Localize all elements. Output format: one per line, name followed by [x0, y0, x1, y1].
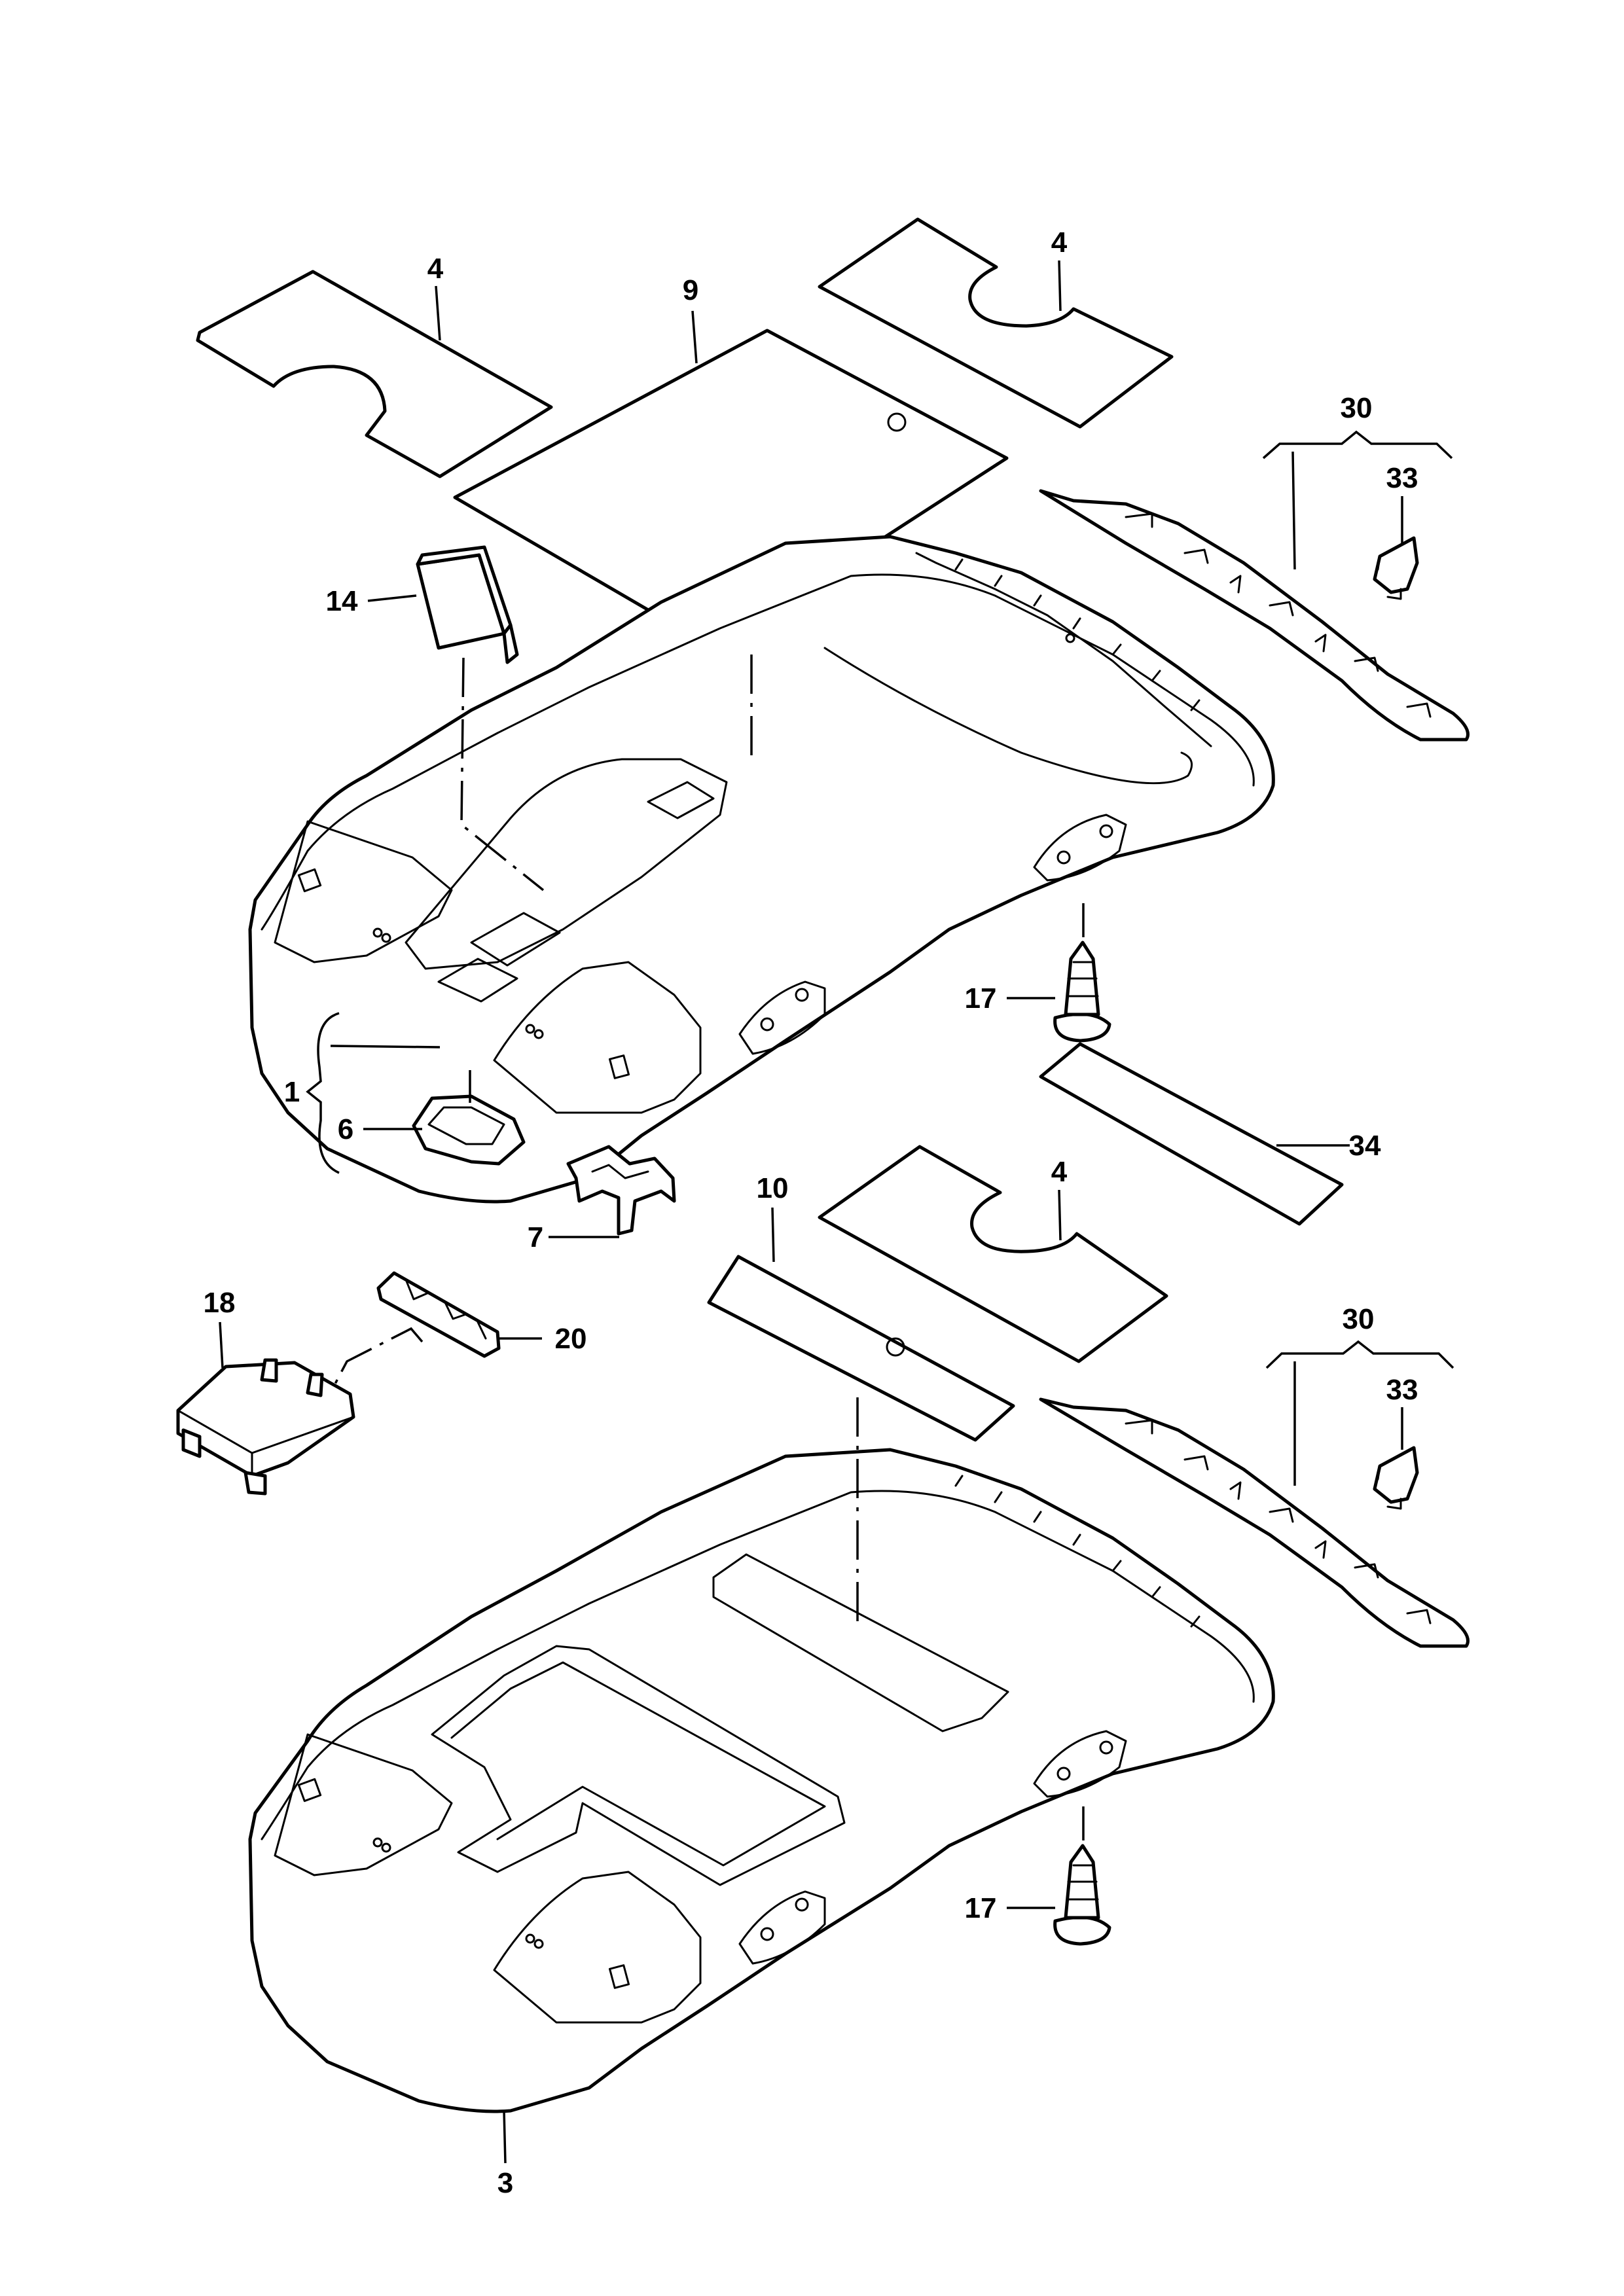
part-7-bracket[interactable]	[566, 1145, 676, 1236]
callout-33-bottom: 33	[1386, 1374, 1418, 1406]
part-30-roof-rail-trim-top[interactable]	[1039, 489, 1470, 742]
callout-7: 7	[528, 1221, 543, 1253]
callout-10: 10	[757, 1172, 789, 1204]
part-17-push-pin-bottom[interactable]	[1053, 1844, 1111, 1946]
bracket-30-top	[1262, 430, 1453, 459]
callout-34: 34	[1349, 1130, 1381, 1162]
callout-30-bottom: 30	[1343, 1303, 1375, 1335]
leader-9	[691, 310, 698, 364]
callout-33-top: 33	[1386, 462, 1418, 494]
part-10-strip[interactable]	[707, 1255, 1015, 1442]
callout-3: 3	[497, 2167, 513, 2199]
callout-14: 14	[326, 585, 358, 617]
leader-4-top-left	[435, 285, 441, 341]
part-3-headliner-sunroof[interactable]	[248, 1448, 1275, 2113]
callout-17-top: 17	[965, 982, 997, 1014]
callout-4-middle: 4	[1051, 1156, 1068, 1188]
callout-17-bottom: 17	[965, 1892, 997, 1924]
part-14-foam-block[interactable]	[416, 545, 519, 664]
leader-10	[771, 1207, 775, 1263]
assembly-line-14	[460, 657, 545, 891]
part-33-clip-top[interactable]	[1373, 536, 1419, 600]
part-1-headliner[interactable]	[248, 535, 1275, 1204]
part-30-roof-rail-trim-bottom[interactable]	[1039, 1397, 1470, 1648]
leader-4-top-right	[1058, 260, 1062, 312]
part-33-clip-bottom[interactable]	[1373, 1446, 1419, 1510]
part-20-pad[interactable]	[376, 1271, 501, 1358]
callout-4-top-right: 4	[1051, 226, 1068, 259]
leader-18	[219, 1321, 224, 1369]
callout-18: 18	[204, 1287, 236, 1319]
part-18-lamp-housing[interactable]	[176, 1358, 355, 1496]
part-4-insulation-mat-top-right[interactable]	[818, 217, 1174, 429]
leader-30-top	[1291, 451, 1296, 570]
bracket-1	[306, 1012, 340, 1174]
callout-9: 9	[683, 274, 698, 306]
part-17-push-pin-top[interactable]	[1053, 941, 1111, 1043]
callout-4-top-left: 4	[427, 253, 444, 285]
leader-14	[367, 594, 417, 602]
bracket-30-bottom	[1265, 1340, 1454, 1369]
part-9-insulation-mat[interactable]	[453, 329, 1009, 650]
part-4-insulation-mat-top-left[interactable]	[196, 270, 553, 478]
part-6-cover[interactable]	[412, 1094, 526, 1166]
part-34-strip[interactable]	[1039, 1042, 1344, 1226]
leader-1	[330, 1045, 441, 1049]
callout-6: 6	[338, 1113, 353, 1145]
part-4-insulation-mat-middle[interactable]	[818, 1145, 1168, 1363]
callout-1: 1	[284, 1076, 300, 1108]
callout-30-top: 30	[1341, 392, 1373, 424]
leader-4-middle	[1058, 1189, 1062, 1241]
leader-3	[503, 2110, 507, 2164]
callout-20: 20	[555, 1323, 587, 1355]
